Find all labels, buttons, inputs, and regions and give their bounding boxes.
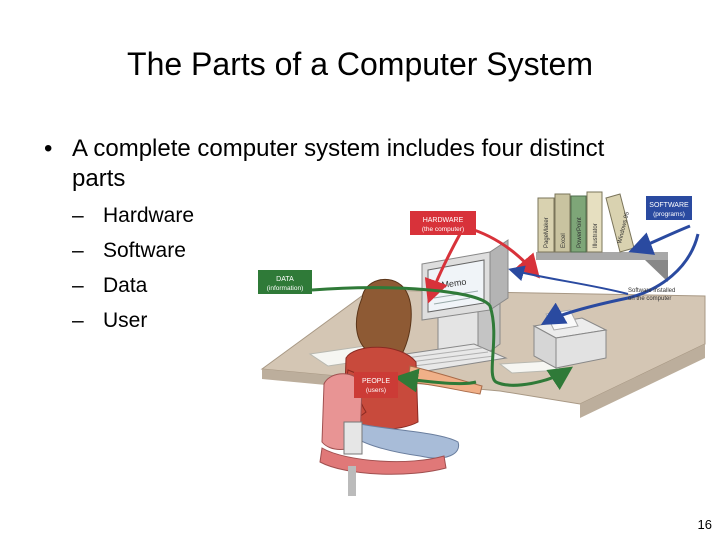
hardware-sublabel: (the computer) bbox=[422, 226, 464, 233]
software-installed-note: Software installed bbox=[628, 288, 675, 294]
book-title: PowerPoint bbox=[577, 217, 583, 248]
dash-marker: – bbox=[72, 309, 84, 332]
chair bbox=[319, 373, 447, 496]
book-title: PageMaker bbox=[544, 217, 550, 248]
slide-title: The Parts of a Computer System bbox=[127, 46, 593, 82]
software-sublabel: (programs) bbox=[653, 211, 685, 218]
printer-side bbox=[555, 329, 607, 369]
computer-system-illustration: PageMaker Excel PowerPoint Illustrator W… bbox=[258, 191, 706, 496]
list-item-label: Hardware bbox=[103, 204, 195, 227]
data-label: DATA bbox=[276, 276, 294, 283]
book-title: Excel bbox=[561, 233, 567, 248]
dash-marker: – bbox=[72, 204, 84, 227]
monitor-side bbox=[489, 239, 509, 311]
book-stack-icon bbox=[537, 191, 635, 253]
legs bbox=[353, 423, 460, 459]
book-title: Illustrator bbox=[593, 223, 599, 248]
hardware-label: HARDWARE bbox=[423, 217, 464, 224]
shelf bbox=[536, 252, 668, 260]
bullet-text: A complete computer system includes four… bbox=[72, 135, 605, 192]
person-figure bbox=[343, 278, 483, 459]
people-sublabel: (users) bbox=[366, 387, 386, 394]
data-label-box: DATA (information) bbox=[258, 270, 312, 294]
people-label-box: PEOPLE (users) bbox=[354, 372, 398, 398]
shelf-bracket bbox=[645, 260, 668, 282]
hardware-label-box: HARDWARE (the computer) bbox=[410, 211, 476, 235]
dash-marker: – bbox=[72, 239, 84, 262]
desk-leg bbox=[580, 344, 705, 418]
list-item-label: Data bbox=[103, 274, 148, 297]
list-item-label: Software bbox=[103, 239, 186, 262]
data-sublabel: (information) bbox=[267, 285, 303, 292]
software-label-box: SOFTWARE (programs) bbox=[646, 196, 692, 220]
slide-number: 16 bbox=[697, 517, 712, 532]
people-label: PEOPLE bbox=[362, 378, 390, 385]
arm bbox=[407, 365, 483, 395]
dash-marker: – bbox=[72, 274, 84, 297]
software-installed-note-line2: on the computer bbox=[628, 296, 671, 302]
bullet-marker: • bbox=[44, 135, 53, 162]
software-label: SOFTWARE bbox=[649, 202, 689, 209]
list-item-label: User bbox=[103, 309, 148, 332]
